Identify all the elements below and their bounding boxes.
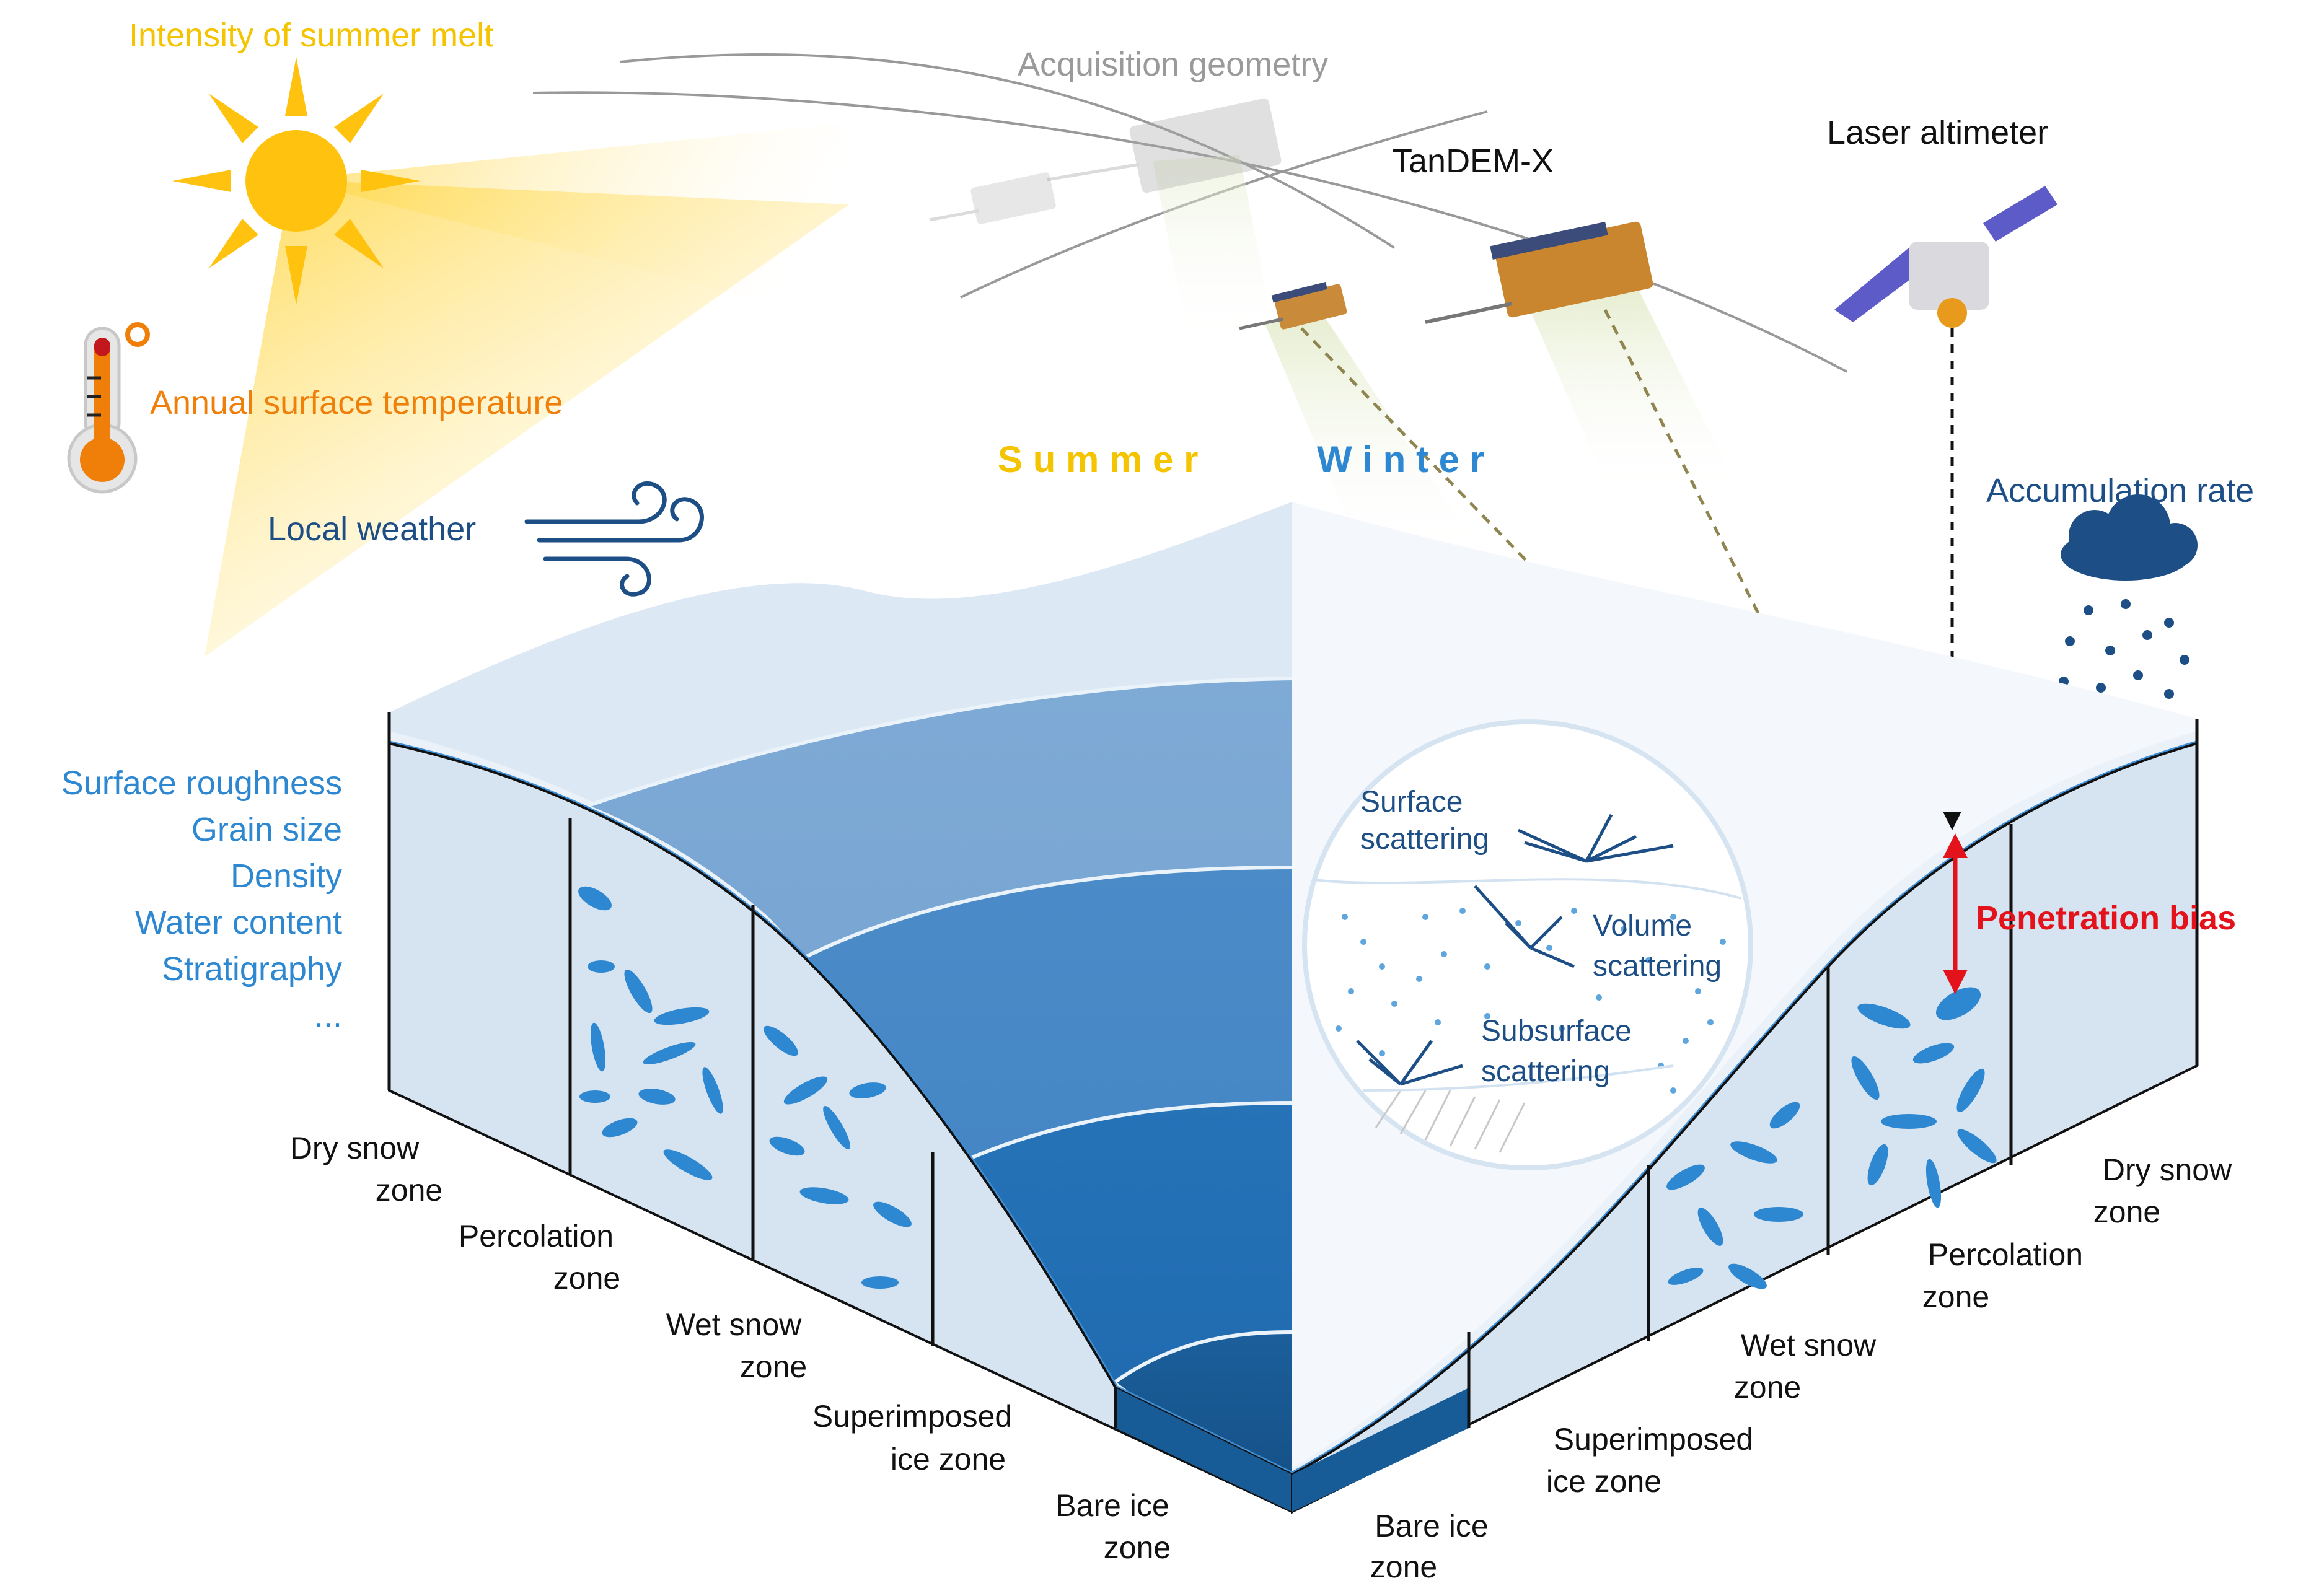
surface-temperature-label: Annual surface temperature xyxy=(150,384,563,421)
right-percolation-zone-line2: zone xyxy=(1922,1279,1989,1314)
property-water-content: Water content xyxy=(135,904,342,941)
sun-icon xyxy=(172,57,420,305)
laser-arrow-head xyxy=(1943,812,1961,830)
satellite-beams xyxy=(1153,155,1735,558)
left-bare-ice-zone-line1: Bare ice xyxy=(1055,1488,1169,1523)
ice-lenses-left xyxy=(578,886,912,1289)
left-percolation-zone-line1: Percolation xyxy=(459,1219,614,1253)
tandem-x-satellite xyxy=(1425,221,1653,324)
subsurface-scattering-line2: scattering xyxy=(1481,1055,1610,1088)
winter-label: W i n t e r xyxy=(1317,439,1484,480)
snow-properties-list: Surface roughness Grain size Density Wat… xyxy=(61,765,342,1034)
volume-scattering-line2: scattering xyxy=(1593,950,1722,983)
volume-scattering-line1: Volume xyxy=(1593,910,1692,942)
property-density: Density xyxy=(231,857,342,895)
property-stratigraphy: Stratigraphy xyxy=(162,950,342,988)
penetration-bias-arrow xyxy=(1943,833,1968,994)
right-bare-ice-zone-line2: zone xyxy=(1370,1550,1437,1584)
left-dry-snow-zone-line2: zone xyxy=(376,1173,442,1208)
left-superimposed-zone-line2: ice zone xyxy=(891,1442,1006,1476)
tandem-x-label: TanDEM-X xyxy=(1392,142,1554,180)
summer-melt-label: Intensity of summer melt xyxy=(129,17,493,54)
zone-labels-right: Dry snow zone Percolation zone Wet snow … xyxy=(1370,1152,2232,1584)
tandem-x-satellite-small xyxy=(1239,281,1347,330)
left-dry-snow-zone-line1: Dry snow xyxy=(290,1131,420,1165)
glacier-block xyxy=(387,502,2199,1514)
right-superimposed-zone-line1: Superimposed xyxy=(1554,1422,1753,1457)
property-surface-roughness: Surface roughness xyxy=(61,765,342,802)
right-dry-snow-zone-line1: Dry snow xyxy=(2103,1152,2232,1187)
right-superimposed-zone-line2: ice zone xyxy=(1546,1464,1661,1499)
ice-lenses-right xyxy=(1666,987,1997,1289)
left-superimposed-zone-line1: Superimposed xyxy=(812,1399,1012,1434)
left-percolation-zone-line2: zone xyxy=(553,1261,620,1296)
property-more: ... xyxy=(314,997,342,1034)
penetration-bias-label: Penetration bias xyxy=(1976,900,2236,937)
right-percolation-zone-line1: Percolation xyxy=(1928,1237,2083,1272)
summer-label: S u m m e r xyxy=(998,439,1198,480)
subsurface-scattering-line1: Subsurface xyxy=(1481,1015,1632,1048)
laser-altimeter-satellite xyxy=(1834,186,2057,328)
left-wet-snow-zone-line1: Wet snow xyxy=(666,1307,802,1342)
left-bare-ice-zone-line2: zone xyxy=(1104,1530,1171,1565)
snow-cloud-icon xyxy=(2059,494,2198,717)
right-wet-snow-zone-line1: Wet snow xyxy=(1741,1328,1877,1362)
right-wet-snow-zone-line2: zone xyxy=(1734,1370,1801,1405)
sun-rays xyxy=(205,124,849,657)
surface-scattering-line1: Surface xyxy=(1360,786,1463,818)
satellite-ghost-2 xyxy=(1047,98,1282,193)
right-bare-ice-zone-line1: Bare ice xyxy=(1375,1509,1488,1543)
surface-scattering-line2: scattering xyxy=(1360,823,1489,856)
laser-altimeter-label: Laser altimeter xyxy=(1827,114,2048,151)
scattering-inset: Surface scattering Volume scattering Sub… xyxy=(1302,719,1753,1170)
zone-labels-left: Dry snow zone Percolation zone Wet snow … xyxy=(290,1131,1171,1565)
acquisition-geometry-label: Acquisition geometry xyxy=(1018,46,1328,83)
thermometer-icon xyxy=(67,322,150,494)
wind-icon xyxy=(524,481,704,597)
right-dry-snow-zone-line2: zone xyxy=(2093,1195,2160,1229)
left-wet-snow-zone-line2: zone xyxy=(740,1349,807,1384)
local-weather-label: Local weather xyxy=(268,511,476,548)
property-grain-size: Grain size xyxy=(191,811,342,848)
satellite-ghost-1 xyxy=(929,172,1056,224)
